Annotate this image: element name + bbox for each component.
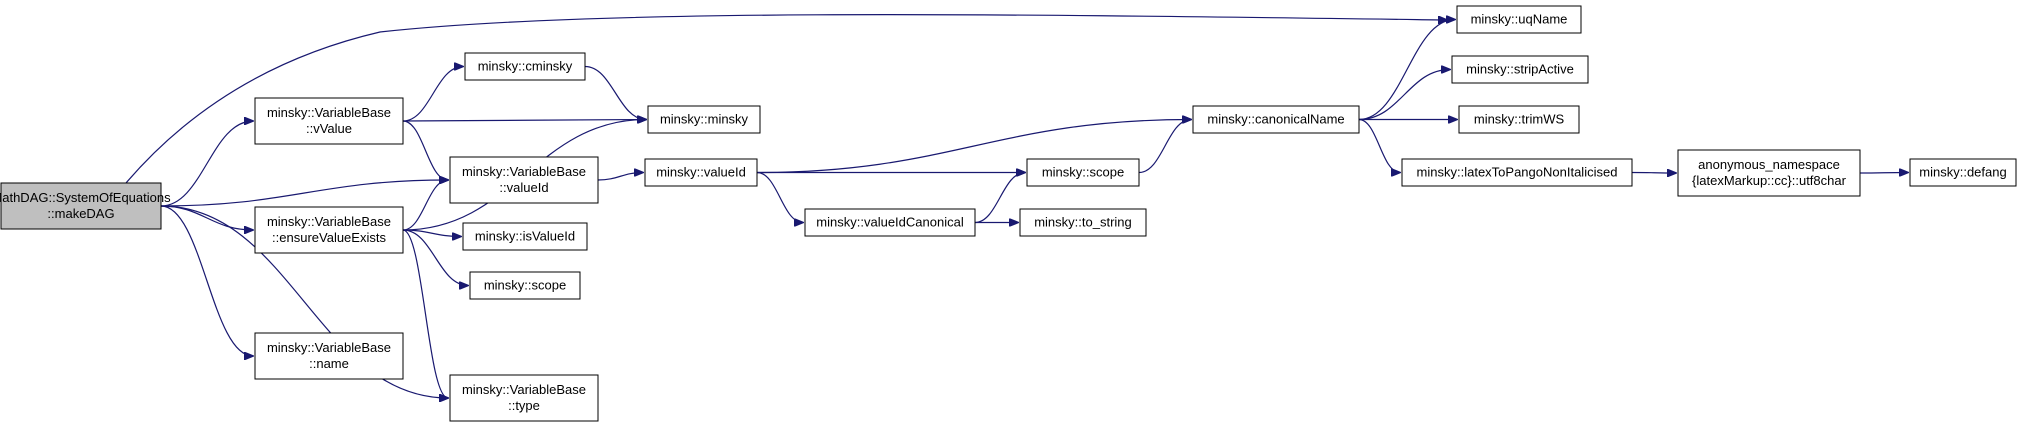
edge-value-id-canonical-to-scope2 xyxy=(974,173,1025,224)
node-make-dag[interactable]: MathDAG::SystemOfEquations::makeDAG xyxy=(0,182,171,230)
node-to-string[interactable]: minsky::to_string xyxy=(1019,208,1147,237)
node-label: minsky::VariableBase xyxy=(267,105,391,120)
node-box xyxy=(1909,158,2017,187)
node-box xyxy=(1019,208,1147,237)
edge-canonical-name-to-latex-to-pango xyxy=(1358,118,1400,173)
edge-canonical-name-to-strip-active xyxy=(1358,70,1450,121)
node-ensure-value-exists[interactable]: minsky::VariableBase::ensureValueExists xyxy=(254,206,404,254)
node-label: minsky::VariableBase xyxy=(462,164,586,179)
node-defang[interactable]: minsky::defang xyxy=(1909,158,2017,187)
node-label: ::ensureValueExists xyxy=(272,230,386,245)
node-label: minsky::stripActive xyxy=(1466,62,1574,77)
node-box xyxy=(1026,158,1140,187)
node-label: minsky::minsky xyxy=(660,112,749,127)
node-canonical-name[interactable]: minsky::canonicalName xyxy=(1192,105,1360,134)
node-box xyxy=(804,208,976,237)
node-value-id[interactable]: minsky::valueId xyxy=(644,158,758,187)
node-box xyxy=(0,182,162,230)
node-label: ::vValue xyxy=(306,121,352,136)
node-box xyxy=(254,206,404,254)
node-cminsky[interactable]: minsky::cminsky xyxy=(464,52,586,81)
node-latex-to-pango[interactable]: minsky::latexToPangoNonItalicised xyxy=(1401,158,1633,187)
node-label: minsky::defang xyxy=(1919,165,2006,180)
edge-make-dag-to-type xyxy=(160,205,448,398)
node-name[interactable]: minsky::VariableBase::name xyxy=(254,332,404,380)
node-value-id-canonical[interactable]: minsky::valueIdCanonical xyxy=(804,208,976,237)
node-box xyxy=(1456,5,1582,34)
node-type[interactable]: minsky::VariableBase::type xyxy=(449,374,599,422)
node-label: anonymous_namespace xyxy=(1698,157,1840,172)
edge-make-dag-to-value-id-vb xyxy=(160,180,448,207)
node-box xyxy=(1192,105,1360,134)
node-box xyxy=(469,271,581,300)
node-label: minsky::uqName xyxy=(1471,12,1568,27)
edge-ensure-value-exists-to-is-value-id xyxy=(402,229,461,237)
nodes-layer: MathDAG::SystemOfEquations::makeDAGminsk… xyxy=(0,5,2017,422)
edge-ensure-value-exists-to-scope1 xyxy=(402,229,468,286)
edge-v-value-to-cminsky xyxy=(402,67,463,122)
node-box xyxy=(1458,105,1580,134)
edge-scope2-to-canonical-name xyxy=(1138,120,1191,174)
node-label: minsky::latexToPangoNonItalicised xyxy=(1417,165,1618,180)
edge-v-value-to-value-id-vb xyxy=(402,120,448,180)
node-strip-active[interactable]: minsky::stripActive xyxy=(1451,55,1589,84)
node-label: minsky::to_string xyxy=(1034,215,1132,230)
edge-make-dag-to-v-value xyxy=(160,121,253,207)
node-box xyxy=(644,158,758,187)
node-label: ::makeDAG xyxy=(47,206,114,221)
node-label: ::type xyxy=(508,398,540,413)
node-label: minsky::VariableBase xyxy=(267,340,391,355)
node-minsky[interactable]: minsky::minsky xyxy=(647,105,761,134)
node-box xyxy=(1451,55,1589,84)
node-label: {latexMarkup::cc}::utf8char xyxy=(1692,173,1847,188)
edge-cminsky-to-minsky xyxy=(584,65,646,120)
node-box xyxy=(1401,158,1633,187)
node-label: minsky::cminsky xyxy=(478,59,573,74)
node-label: minsky::VariableBase xyxy=(267,214,391,229)
node-label: minsky::canonicalName xyxy=(1207,112,1344,127)
node-scope1[interactable]: minsky::scope xyxy=(469,271,581,300)
node-label: minsky::valueId xyxy=(656,165,746,180)
node-box xyxy=(464,52,586,81)
node-label: minsky::isValueId xyxy=(475,229,575,244)
node-box xyxy=(449,374,599,422)
edge-utf8char-to-defang xyxy=(1859,173,1908,174)
node-value-id-vb[interactable]: minsky::VariableBase::valueId xyxy=(449,156,599,204)
node-label: minsky::scope xyxy=(484,278,566,293)
edge-make-dag-to-name xyxy=(160,205,253,356)
node-trim-ws[interactable]: minsky::trimWS xyxy=(1458,105,1580,134)
edge-make-dag-to-ensure-value-exists xyxy=(160,205,253,230)
edge-canonical-name-to-uq-name xyxy=(1358,20,1455,121)
node-uq-name[interactable]: minsky::uqName xyxy=(1456,5,1582,34)
node-scope2[interactable]: minsky::scope xyxy=(1026,158,1140,187)
node-box xyxy=(647,105,761,134)
node-box xyxy=(254,97,404,145)
node-label: ::valueId xyxy=(499,180,548,195)
node-label: minsky::valueIdCanonical xyxy=(816,215,964,230)
edge-ensure-value-exists-to-type xyxy=(402,229,448,398)
node-label: ::name xyxy=(309,356,349,371)
node-v-value[interactable]: minsky::VariableBase::vValue xyxy=(254,97,404,145)
edge-value-id-to-canonical-name xyxy=(756,120,1191,174)
node-box xyxy=(254,332,404,380)
edge-v-value-to-minsky xyxy=(402,120,646,122)
node-utf8char[interactable]: anonymous_namespace{latexMarkup::cc}::ut… xyxy=(1677,149,1861,197)
edge-value-id-to-value-id-canonical xyxy=(756,171,803,223)
node-box xyxy=(462,222,588,251)
node-label: minsky::scope xyxy=(1042,165,1124,180)
node-box xyxy=(449,156,599,204)
node-label: minsky::VariableBase xyxy=(462,382,586,397)
edge-make-dag-to-uq-name xyxy=(125,14,1447,184)
edge-ensure-value-exists-to-value-id-vb xyxy=(402,180,448,231)
edge-latex-to-pango-to-utf8char xyxy=(1631,173,1676,174)
edges-layer xyxy=(125,14,1908,398)
edge-value-id-vb-to-value-id xyxy=(597,173,643,181)
node-label: MathDAG::SystemOfEquations xyxy=(0,190,171,205)
node-is-value-id[interactable]: minsky::isValueId xyxy=(462,222,588,251)
node-label: minsky::trimWS xyxy=(1474,112,1565,127)
node-box xyxy=(1677,149,1861,197)
